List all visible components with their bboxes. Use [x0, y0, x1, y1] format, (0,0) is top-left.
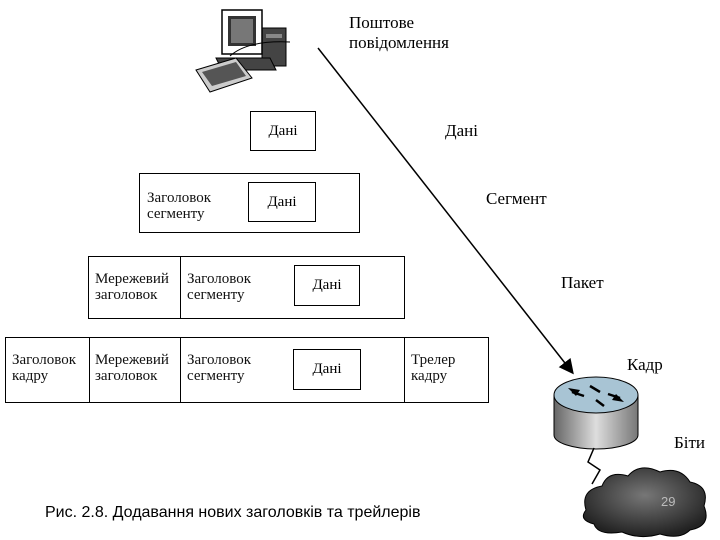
layer-label-data: Дані [445, 121, 478, 140]
router-icon [553, 376, 639, 450]
row3-network-header: Мережевий заголовок [95, 271, 169, 303]
layer-label-bits: Біти [674, 433, 706, 452]
row2-segment-header-line1: Заголовок [147, 190, 212, 206]
row3-network-header-line2: заголовок [95, 287, 158, 303]
computer-icon [195, 9, 291, 93]
row4-data-text: Дані [312, 361, 342, 377]
network-cloud-icon [582, 467, 707, 538]
layer-label-frame: Кадр [627, 355, 663, 374]
encapsulation-arrow [317, 47, 574, 375]
row4-frame-header-line2: кадру [12, 368, 49, 384]
row2-segment-header-line2: сегменту [147, 206, 205, 222]
row4-trailer: Трелер кадру [411, 352, 455, 384]
row4-network-header: Мережевий заголовок [95, 352, 169, 384]
message-label: Поштове повідомлення [349, 13, 449, 53]
row1-data-text: Дані [268, 122, 298, 139]
row2-data-text: Дані [267, 193, 297, 210]
row2-segment-box: Заголовок сегменту Дані [139, 173, 360, 233]
row4-segment-header-line2: сегменту [187, 368, 245, 384]
row3-network-header-line1: Мережевий [95, 271, 169, 287]
row3-segment-header-line1: Заголовок [187, 271, 252, 287]
row4-data-box: Дані [293, 349, 361, 390]
layer-label-packet: Пакет [561, 273, 604, 292]
row2-segment-header: Заголовок сегменту [147, 190, 211, 222]
row4-trailer-line2: кадру [411, 368, 448, 384]
row2-data-box: Дані [248, 182, 316, 222]
row3-segment-header-line2: сегменту [187, 287, 245, 303]
row3-segment-header: Заголовок сегменту [187, 271, 251, 303]
row3-data-box: Дані [294, 265, 360, 306]
row4-frame-header: Заголовок кадру [12, 352, 76, 384]
row4-network-header-line1: Мережевий [95, 352, 169, 368]
row3-data-text: Дані [312, 277, 342, 293]
row4-divider-3 [404, 338, 405, 402]
row3-divider [180, 257, 181, 318]
row4-segment-header: Заголовок сегменту [187, 352, 251, 384]
row4-frame-header-line1: Заголовок [12, 352, 77, 368]
row4-frame-box: Заголовок кадру Мережевий заголовок Заго… [5, 337, 489, 403]
row4-trailer-line1: Трелер [411, 352, 456, 368]
row1-data-box: Дані [250, 111, 316, 151]
link-lightning-icon [587, 447, 601, 485]
page-number: 29 [661, 494, 676, 509]
message-label-line1: Поштове [349, 13, 415, 32]
figure-caption: Рис. 2.8. Додавання нових заголовків та … [45, 504, 421, 521]
row4-network-header-line2: заголовок [95, 368, 158, 384]
row4-divider-2 [180, 338, 181, 402]
layer-label-segment: Сегмент [486, 189, 547, 208]
message-label-line2: повідомлення [349, 33, 449, 52]
row3-packet-box: Мережевий заголовок Заголовок сегменту Д… [88, 256, 405, 319]
row4-divider-1 [89, 338, 90, 402]
row4-segment-header-line1: Заголовок [187, 352, 252, 368]
